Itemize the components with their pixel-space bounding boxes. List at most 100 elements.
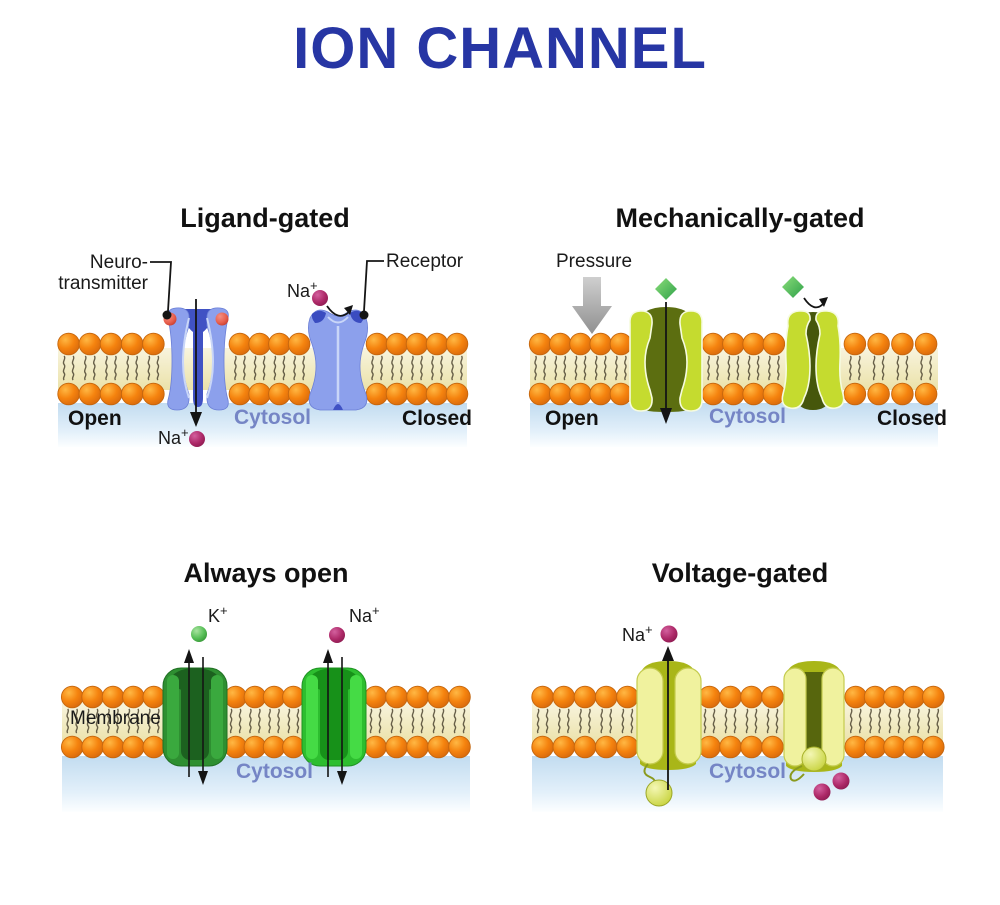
lipid-tail — [563, 355, 567, 381]
lipid-head-icon — [427, 735, 450, 759]
lipid-tail — [71, 355, 75, 381]
lipid-tail — [369, 708, 373, 734]
lipid-head-icon — [60, 735, 84, 759]
bounce-arrow-icon — [803, 297, 828, 309]
lipid-head-icon — [406, 685, 429, 709]
lipid-head-icon — [385, 382, 409, 406]
lipid-tail — [936, 708, 940, 734]
lipid-tail — [462, 708, 466, 734]
lipid-tail — [273, 355, 277, 381]
open-state-label: Open — [68, 407, 122, 430]
lipid-head-icon — [425, 332, 449, 356]
lipid-head-icon — [122, 735, 145, 759]
lipid-tail — [277, 708, 281, 734]
ion-flow-arrow-icon — [190, 299, 202, 427]
lipid-head-icon — [365, 332, 389, 356]
lipid-head-icon — [616, 735, 639, 759]
lipid-tail — [609, 708, 613, 734]
cytosol-label: Cytosol — [709, 405, 786, 428]
lipid-head-icon — [843, 332, 867, 356]
lipid-head-icon — [248, 382, 271, 406]
lipid-head-icon — [891, 382, 914, 406]
lipid-head-icon — [81, 685, 104, 709]
sodium-channel — [301, 667, 367, 767]
lipid-tail — [411, 708, 415, 734]
lipid-tail — [603, 355, 607, 381]
lipid-head-icon — [589, 332, 612, 356]
lipid-tail — [766, 708, 770, 734]
lipid-head-icon — [762, 382, 786, 406]
lipid-tail — [83, 355, 87, 381]
lipid-head-icon — [405, 332, 429, 356]
sodium-ion-label: Na+ — [287, 278, 318, 301]
lipid-head-icon — [385, 685, 408, 709]
lipid-head-icon — [287, 382, 311, 406]
lipid-tail — [441, 708, 445, 734]
potassium-ion-icon — [191, 626, 207, 642]
lipid-head-icon — [528, 382, 552, 406]
lipid-head-icon — [425, 382, 449, 406]
lipid-tail — [107, 708, 110, 734]
lipid-tail — [543, 355, 547, 381]
lipid-head-icon — [922, 735, 945, 759]
lipid-head-icon — [609, 332, 633, 356]
pressure-label: Pressure — [556, 251, 632, 272]
lipid-tail — [929, 355, 933, 381]
lipid-head-icon — [224, 735, 247, 759]
lipid-tail — [411, 355, 414, 381]
lipid-head-icon — [228, 382, 252, 406]
lipid-head-icon — [142, 332, 165, 356]
lipid-head-icon — [762, 332, 786, 356]
lipid-tail — [253, 355, 257, 381]
lipid-head-icon — [243, 685, 267, 709]
lipid-tail — [724, 708, 728, 734]
lipid-head-icon — [142, 735, 166, 759]
lipid-head-icon — [914, 332, 938, 356]
lipid-tail — [623, 355, 627, 381]
lipid-tail — [707, 355, 711, 381]
panel-title: Ligand-gated — [180, 203, 350, 233]
lipid-tail — [767, 355, 771, 381]
stimulus-diamond-icon — [652, 275, 680, 303]
lipid-tail — [881, 355, 885, 381]
lipid-tail — [380, 355, 383, 381]
lipid-tail — [268, 708, 272, 734]
lipid-head-icon — [268, 332, 291, 356]
lipid-tail — [896, 355, 900, 381]
ligand-closed-channel — [308, 309, 369, 411]
lipid-tail — [440, 355, 443, 381]
lipid-head-icon — [78, 332, 102, 356]
lipid-head-icon — [531, 685, 554, 709]
bounce-arrow-icon — [326, 305, 353, 317]
lipid-tail — [872, 355, 876, 381]
lipid-tail — [858, 708, 862, 734]
lipid-tail — [736, 355, 740, 381]
sodium-ion-icon — [312, 290, 328, 306]
lipid-head-icon — [385, 332, 409, 356]
inactivation-ball-icon — [801, 746, 827, 772]
lipid-head-icon — [883, 685, 906, 709]
lipid-tail — [712, 708, 716, 734]
lipid-head-icon — [883, 735, 906, 759]
lipid-head-icon — [99, 382, 123, 406]
stimulus-diamond-icon — [779, 273, 807, 301]
lipid-tail — [776, 355, 780, 381]
lipid-head-icon — [120, 382, 144, 406]
lipid-head-icon — [552, 685, 576, 709]
sodium-ion-icon — [832, 772, 850, 790]
lipid-tail — [75, 708, 79, 734]
sodium-ion-label: Na+ — [158, 425, 189, 448]
neurotransmitter-label: Neuro- — [90, 252, 148, 273]
lipid-head-icon — [863, 735, 887, 759]
cytosol-label: Cytosol — [709, 760, 786, 783]
lipid-head-icon — [99, 332, 123, 356]
lipid-tail — [229, 708, 233, 734]
lipid-head-icon — [742, 332, 765, 356]
lipid-head-icon — [282, 735, 305, 759]
lipid-tail — [583, 355, 587, 381]
lipid-tail — [703, 708, 707, 734]
lipid-tail — [621, 708, 625, 734]
lipid-head-icon — [902, 685, 926, 709]
lipid-tail — [574, 355, 578, 381]
lipid-tail — [727, 355, 731, 381]
